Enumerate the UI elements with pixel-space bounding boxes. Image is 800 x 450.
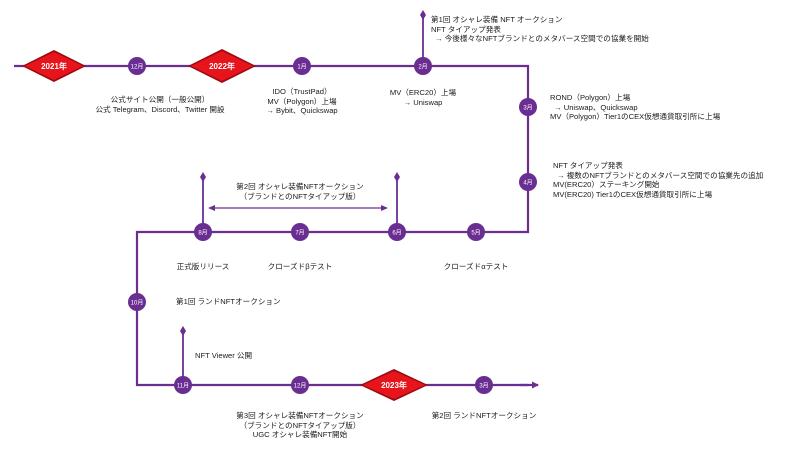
stem-tip-nov2022 — [180, 326, 186, 336]
month-marker-2022-5: 5月 — [467, 223, 485, 241]
month-marker-2022-11: 11月 — [174, 376, 192, 394]
event-dec2021: 公式サイト公開（一般公開） 公式 Telegram、Discord、Twitte… — [95, 95, 225, 114]
month-marker-2022-8: 8月 — [194, 223, 212, 241]
event-auction2: 第2回 オシャレ装備NFTオークション （ブランドとのNFTタイアップ版） — [236, 182, 364, 201]
svg-text:3月: 3月 — [523, 105, 532, 112]
svg-text:6月: 6月 — [392, 230, 401, 237]
event-mar2022: ROND（Polygon）上場 → Uniswap、Quickswap MV（P… — [550, 93, 721, 122]
svg-text:11月: 11月 — [177, 383, 189, 390]
stem-tip-aug2022 — [200, 172, 206, 182]
stem-tip-feb2022 — [420, 10, 426, 20]
svg-text:2023年: 2023年 — [381, 380, 407, 390]
svg-text:2022年: 2022年 — [209, 61, 235, 71]
month-marker-2022-6: 6月 — [388, 223, 406, 241]
svg-text:2021年: 2021年 — [41, 61, 67, 71]
svg-text:4月: 4月 — [523, 180, 532, 187]
svg-text:8月: 8月 — [198, 230, 207, 237]
period-arrow-left — [208, 205, 215, 211]
svg-text:12月: 12月 — [294, 383, 307, 390]
month-marker-2022-10: 10月 — [128, 293, 146, 311]
svg-text:12月: 12月 — [131, 64, 144, 71]
event-mar2023: 第2回 ランドNFTオークション — [431, 411, 537, 420]
year-marker-2022: 2022年 — [188, 49, 256, 83]
event-oct2022: 第1回 ランドNFTオークション — [176, 297, 281, 306]
event-may2022: クローズドαテスト — [443, 262, 509, 271]
period-arrow-right — [381, 205, 388, 211]
event-feb2022: MV（ERC20）上場 → Uniswap — [389, 88, 457, 107]
svg-text:5月: 5月 — [471, 230, 480, 237]
month-marker-2022-7: 7月 — [291, 223, 309, 241]
event-jul2022: クローズドβテスト — [267, 262, 333, 271]
event-apr2022: NFT タイアップ発表 → 複数のNFTブランドとのメタバース空間での協業先の追… — [553, 161, 764, 199]
month-marker-2022-3: 3月 — [519, 98, 537, 116]
month-marker-2022-4: 4月 — [519, 173, 537, 191]
event-feb2022-top: 第1回 オシャレ装備 NFT オークション NFT タイアップ発表 → 今後様々… — [431, 15, 649, 44]
stem-tip-jun2022 — [394, 172, 400, 182]
timeline-path — [14, 64, 530, 387]
event-dec2022: 第3回 オシャレ装備NFTオークション （ブランドとのNFTタイアップ版） UG… — [236, 411, 364, 440]
svg-text:7月: 7月 — [295, 230, 304, 237]
month-marker-2023-3: 3月 — [475, 376, 493, 394]
month-marker-2022-1: 1月 — [293, 57, 311, 75]
svg-text:10月: 10月 — [131, 300, 144, 307]
svg-text:1月: 1月 — [297, 64, 306, 71]
month-marker-2022-2: 2月 — [414, 57, 432, 75]
event-viewer: NFT Viewer 公開 — [195, 351, 253, 360]
event-jan2022: IDO（TrustPad） MV（Polygon）上場 → Bybit、Quic… — [266, 87, 338, 116]
svg-text:2月: 2月 — [418, 64, 427, 71]
year-marker-2023: 2023年 — [360, 369, 428, 401]
event-aug2022: 正式版リリース — [176, 262, 230, 271]
month-marker-2022-12: 12月 — [291, 376, 309, 394]
year-marker-2021: 2021年 — [22, 50, 86, 82]
month-marker-2021-12: 12月 — [128, 57, 146, 75]
svg-text:3月: 3月 — [479, 383, 488, 390]
